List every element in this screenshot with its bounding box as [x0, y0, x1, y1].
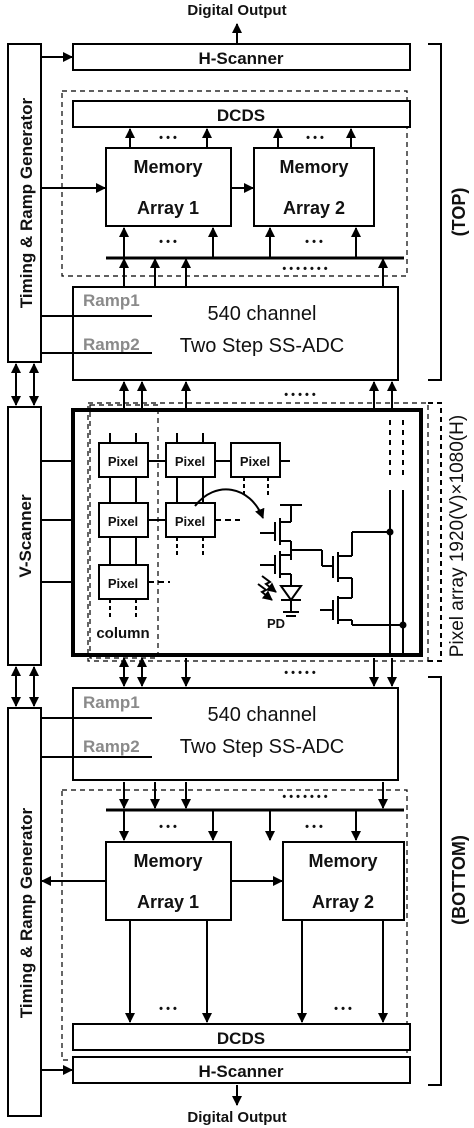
v-scanner: [7, 406, 42, 666]
pixel-r2-c2-label: Pixel: [175, 514, 205, 529]
top-mem2-dots: • • •: [306, 132, 324, 144]
bottom-memory-array-2: [282, 841, 405, 921]
bottom-bus-dots-1: • • • • • • •: [282, 791, 327, 803]
bottom-memory-1-label: Memory: [133, 851, 202, 871]
pixel-r1-c3-label: Pixel: [240, 454, 270, 469]
pixel-r1-c3: [230, 442, 281, 478]
bottom-mem1-dots: • • •: [159, 1003, 177, 1015]
pixel-r3-c1-label: Pixel: [108, 576, 138, 591]
top-bus-dots-2: • • •: [305, 236, 323, 248]
top-ramp1-label: Ramp1: [83, 291, 140, 310]
top-ramp2-label: Ramp2: [83, 335, 140, 354]
top-h-scanner-label: H-Scanner: [198, 49, 283, 68]
bottom-timing-ramp-label: Timing & Ramp Generator: [17, 807, 36, 1018]
pixel-r1-c2: [165, 442, 216, 478]
column-label: column: [96, 625, 149, 642]
bottom-adc-pixel-dots: • • • • •: [284, 667, 316, 679]
bottom-dcds: [72, 1023, 411, 1051]
pixel-r2-c2: [165, 502, 216, 538]
top-memory-array-1: [105, 147, 232, 227]
bottom-adc-line-1: 540 channel: [208, 704, 317, 726]
top-adc-pixel-dots: • • • • •: [284, 389, 316, 401]
top-timing-ramp-label: Timing & Ramp Generator: [17, 97, 36, 308]
bottom-timing-ramp-generator: [7, 707, 42, 1117]
top-readout-dashed-group: [61, 90, 408, 277]
top-ss-adc: [72, 286, 399, 381]
bottom-bracket: [428, 676, 442, 1086]
bottom-memory-2-label: Memory: [308, 851, 377, 871]
top-array-1-label: Array 1: [137, 198, 199, 218]
bottom-array-1-label: Array 1: [137, 892, 199, 912]
top-dcds-label: DCDS: [217, 106, 265, 125]
top-bracket-label: (TOP): [449, 188, 469, 237]
bottom-array-2-label: Array 2: [312, 892, 374, 912]
pixel-r2-c1: [98, 502, 149, 538]
pixel-zoom-arrow: [194, 488, 265, 519]
bottom-digital-output-label: Digital Output: [187, 1109, 286, 1126]
top-memory-2-label: Memory: [279, 157, 348, 177]
bottom-bracket-label: (BOTTOM): [449, 835, 469, 925]
bottom-bus-dots-3: • • •: [305, 821, 323, 833]
top-array-2-label: Array 2: [283, 198, 345, 218]
top-bus-dots-1: • • •: [159, 236, 177, 248]
bottom-bus-dots-2: • • •: [159, 821, 177, 833]
top-h-scanner: [72, 43, 411, 71]
pixel-r2-c1-label: Pixel: [108, 514, 138, 529]
top-adc-line-2: Two Step SS-ADC: [180, 335, 345, 357]
bottom-h-scanner: [72, 1056, 411, 1084]
bottom-memory-array-1: [105, 841, 232, 921]
bottom-adc-line-2: Two Step SS-ADC: [180, 736, 345, 758]
bottom-h-scanner-label: H-Scanner: [198, 1062, 283, 1081]
bottom-mem2-dots: • • •: [334, 1003, 352, 1015]
top-timing-ramp-generator: [7, 43, 42, 363]
top-memory-1-label: Memory: [133, 157, 202, 177]
pixel-r1-c2-label: Pixel: [175, 454, 205, 469]
pixel-array-size-label: Pixel array 1920(V)×1080(H): [447, 415, 468, 657]
pixel-r1-c1-label: Pixel: [108, 454, 138, 469]
pixel-circuit-schematic: [257, 420, 407, 655]
bottom-dcds-label: DCDS: [217, 1029, 265, 1048]
pixel-array-dashed-outline: [87, 402, 429, 662]
pixel-r1-c1: [98, 442, 149, 478]
pixel-array-bracket: [428, 402, 442, 662]
bottom-ramp1-label: Ramp1: [83, 693, 140, 712]
top-memory-array-2: [253, 147, 375, 227]
top-adc-line-1: 540 channel: [208, 303, 317, 325]
bottom-ramp2-label: Ramp2: [83, 737, 140, 756]
top-mem1-dots: • • •: [159, 132, 177, 144]
v-scanner-label: V-Scanner: [16, 494, 35, 578]
top-bracket: [428, 43, 442, 381]
top-bus-dots-3: • • • • • • •: [282, 263, 327, 275]
pd-label: PD: [267, 616, 285, 631]
top-dcds: [72, 100, 411, 128]
top-digital-output-label: Digital Output: [187, 2, 286, 19]
bottom-ss-adc: [72, 687, 399, 781]
